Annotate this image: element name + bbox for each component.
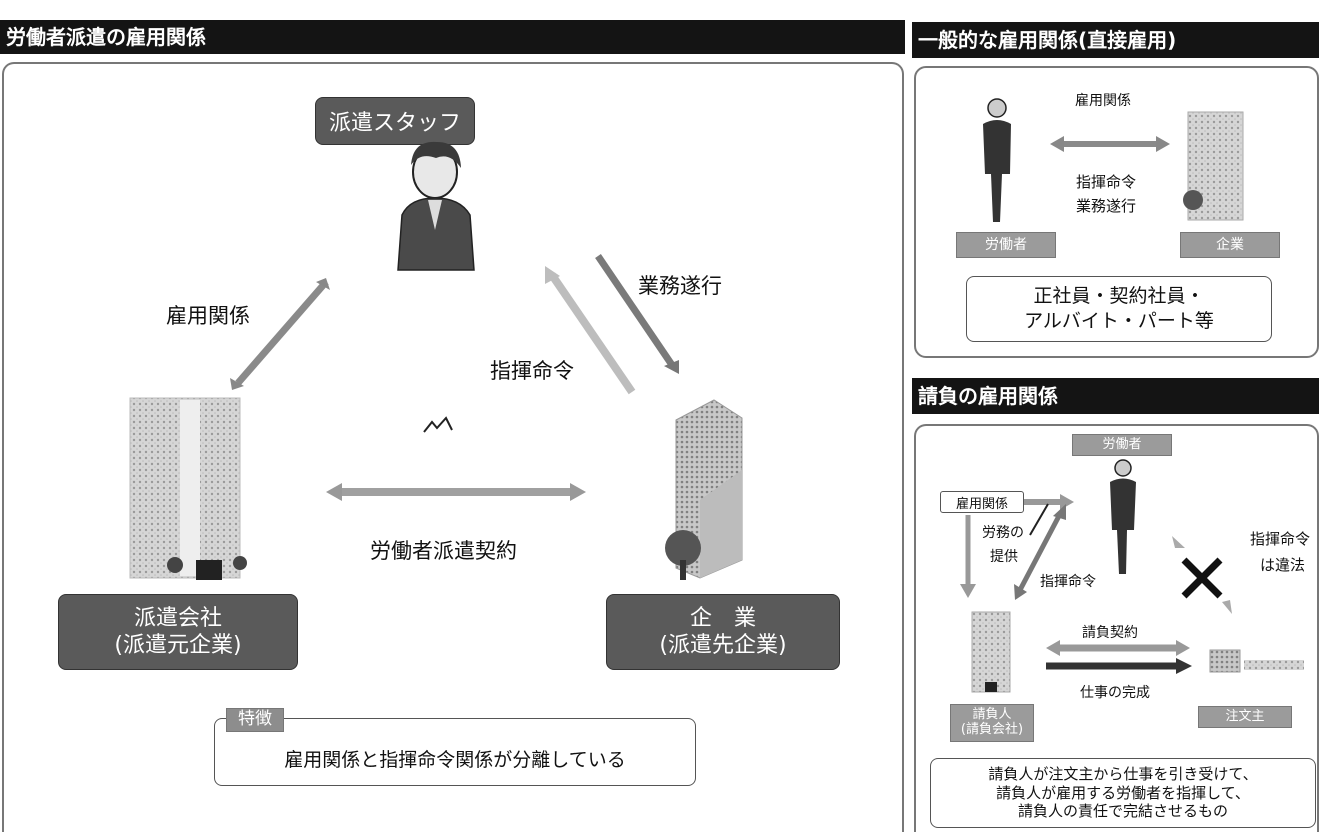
- labor-provision-line2: 提供: [990, 549, 1018, 565]
- contractor-name: 請負人: [972, 707, 1012, 723]
- feature-box: 雇用関係と指揮命令関係が分離している: [214, 718, 696, 786]
- direct-work-label: 業務遂行: [1076, 197, 1137, 215]
- client-company-sub: (派遣先企業): [659, 633, 787, 658]
- illegal-command-line2: は違法: [1260, 556, 1306, 574]
- dispatch-diagram-panel: [2, 62, 904, 832]
- orderer-text: 注文主: [1225, 708, 1265, 724]
- illegal-command-line1: 指揮命令: [1250, 530, 1311, 548]
- feature-tag-text: 特徴: [238, 709, 272, 730]
- feature-text: 雇用関係と指揮命令関係が分離している: [284, 748, 626, 771]
- direct-types-line2: アルバイト・パート等: [1024, 310, 1214, 332]
- contractor-label: 請負人 (請負会社): [950, 704, 1034, 742]
- contract-desc-line2: 請負人が雇用する労働者を指揮して、: [996, 783, 1250, 802]
- dispatch-company-sub: (派遣元企業): [114, 633, 242, 658]
- direct-command-label: 指揮命令: [1076, 173, 1137, 191]
- staff-label-text: 派遣スタッフ: [328, 111, 461, 136]
- work-completion-label: 仕事の完成: [1080, 685, 1150, 701]
- direct-types-line1: 正社員・契約社員・: [1033, 285, 1205, 308]
- contract-description-box: 請負人が注文主から仕事を引き受けて、 請負人が雇用する労働者を指揮して、 請負人…: [930, 758, 1316, 828]
- command-label: 指揮命令: [490, 359, 574, 383]
- contractor-sub: (請負会社): [960, 722, 1024, 737]
- staff-label: 派遣スタッフ: [315, 97, 475, 145]
- contract-desc-line1: 請負人が注文主から仕事を引き受けて、: [988, 764, 1258, 783]
- dispatch-contract-label: 労働者派遣契約: [370, 539, 517, 563]
- direct-employment-title: 一般的な雇用関係(直接雇用): [912, 22, 1319, 58]
- feature-tag: 特徴: [226, 708, 284, 732]
- orderer-label: 注文主: [1198, 706, 1292, 728]
- contract-worker-text: 労働者: [1102, 436, 1142, 452]
- direct-worker-text: 労働者: [985, 236, 1027, 253]
- employment-relation-label: 雇用関係: [166, 304, 250, 328]
- dispatch-company-box: 派遣会社 (派遣元企業): [58, 594, 298, 670]
- dispatch-company-name: 派遣会社: [133, 605, 222, 631]
- direct-types-box: 正社員・契約社員・ アルバイト・パート等: [966, 276, 1272, 342]
- contract-employment-tag: 雇用関係: [940, 491, 1024, 513]
- direct-company-label: 企業: [1180, 232, 1280, 258]
- labor-provision-line1: 労務の: [982, 525, 1024, 541]
- main-title: 労働者派遣の雇用関係: [0, 20, 905, 54]
- contract-desc-line3: 請負人の責任で完結させるもの: [1017, 802, 1228, 821]
- client-company-name: 企 業: [689, 605, 756, 631]
- work-execution-label: 業務遂行: [638, 274, 722, 298]
- contract-agreement-label: 請負契約: [1082, 625, 1138, 641]
- direct-employment-label: 雇用関係: [1075, 93, 1131, 109]
- contract-command-label: 指揮命令: [1040, 574, 1096, 590]
- contract-worker-label: 労働者: [1072, 434, 1172, 456]
- client-company-box: 企 業 (派遣先企業): [606, 594, 840, 670]
- contract-employment-title: 請負の雇用関係: [912, 378, 1319, 414]
- direct-company-text: 企業: [1216, 236, 1244, 253]
- contract-employment-text: 雇用関係: [955, 496, 1008, 512]
- direct-worker-label: 労働者: [956, 232, 1056, 258]
